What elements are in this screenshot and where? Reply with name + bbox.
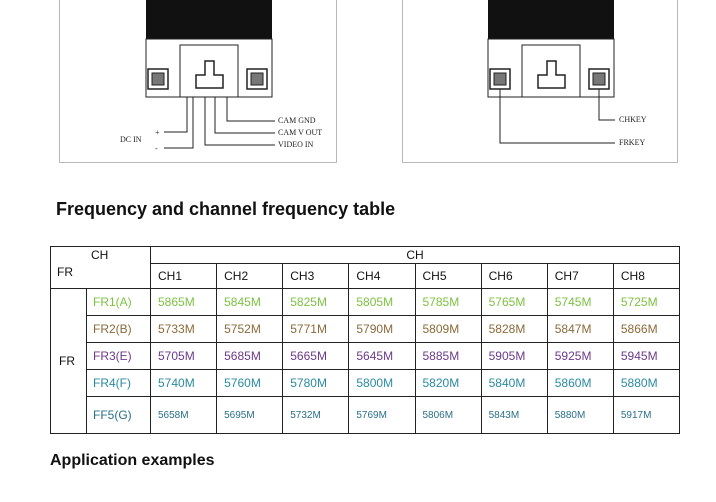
table-cell: 5809M: [414, 315, 482, 343]
table-cell: 5685M: [216, 342, 284, 370]
table-cell: 5665M: [282, 342, 350, 370]
screen-module: [488, 0, 614, 39]
chkey-label: CHKEY: [619, 115, 647, 124]
row-label: FR1(A): [86, 288, 151, 316]
table-cell: 5771M: [282, 315, 350, 343]
table-cell: 5760M: [216, 369, 284, 397]
key-wiring-lines: [499, 89, 615, 144]
table-cell: 5880M: [612, 369, 681, 397]
table-cell: 5658M: [149, 396, 218, 434]
channel-header: CH3: [282, 263, 350, 289]
plus-label: +: [155, 128, 160, 137]
corner-ch-label: CH: [91, 248, 109, 262]
connector-housing: [521, 44, 581, 98]
row-label: FR4(F): [86, 369, 151, 397]
table-cell: 5780M: [282, 369, 350, 397]
ch-header: CH: [150, 246, 680, 264]
table-cell: 5740M: [149, 369, 218, 397]
cam-gnd-label: CAM GND: [278, 116, 316, 125]
table-cell: 5800M: [348, 369, 416, 397]
frequency-table: CH FR CH CH1 CH2 CH3 CH4 CH5 CH6 CH7 CH8…: [50, 246, 681, 434]
cam-v-out-label: CAM V OUT: [278, 128, 322, 137]
row-label: FR2(B): [86, 315, 151, 343]
table-cell: 5860M: [546, 369, 614, 397]
connector-housing: [179, 44, 239, 98]
table-row: FF5(G) 5658M 5695M 5732M 5769M 5806M 584…: [51, 396, 681, 434]
channel-header: CH5: [414, 263, 482, 289]
table-cell: 5880M: [546, 396, 614, 434]
channel-header: CH7: [546, 263, 614, 289]
application-examples-heading: Application examples: [50, 452, 215, 469]
channel-header: CH1: [149, 263, 218, 289]
table-cell: 5725M: [612, 288, 681, 316]
frequency-table-title: Frequency and channel frequency table: [56, 199, 396, 219]
table-cell: 5820M: [414, 369, 482, 397]
channel-header: CH4: [348, 263, 416, 289]
frkey-label: FRKEY: [619, 138, 645, 147]
table-cell: 5790M: [348, 315, 416, 343]
left-diagram-svg: CAM GND CAM V OUT VIDEO IN DC IN + -: [120, 0, 322, 153]
corner-fr-label: FR: [57, 265, 73, 279]
table-cell: 5845M: [216, 288, 284, 316]
table-header-row: CH FR CH: [50, 246, 680, 289]
screen-module: [146, 0, 272, 39]
table-cell: 5828M: [480, 315, 548, 343]
table-row: FR FR1(A) 5865M 5845M 5825M 5805M 5785M …: [50, 288, 681, 434]
table-cell: 5847M: [546, 315, 614, 343]
table-cell: 5769M: [348, 396, 416, 434]
channel-header-row: CH1 CH2 CH3 CH4 CH5 CH6 CH7 CH8: [51, 263, 681, 289]
table-cell: 5885M: [414, 342, 482, 370]
table-row: FR2(B) 5733M 5752M 5771M 5790M 5809M 582…: [51, 315, 681, 343]
row-label: FR3(E): [86, 342, 151, 370]
table-cell: 5865M: [149, 288, 218, 316]
table-cell: 5733M: [149, 315, 218, 343]
wiring-lines: [164, 97, 275, 149]
connector-key-icon: [195, 60, 224, 89]
table-cell: 5840M: [480, 369, 548, 397]
table-cell: 5805M: [348, 288, 416, 316]
table-cell: 5843M: [480, 396, 548, 434]
table-cell: 5695M: [216, 396, 284, 434]
table-cell: 5917M: [612, 396, 681, 434]
video-in-label: VIDEO IN: [278, 140, 314, 149]
table-cell: 5752M: [216, 315, 284, 343]
table-row: FR3(E) 5705M 5685M 5665M 5645M 5885M 590…: [51, 342, 681, 370]
fr-header: FR: [50, 288, 87, 434]
table-row: FR4(F) 5740M 5760M 5780M 5800M 5820M 584…: [51, 369, 681, 397]
table-cell: 5705M: [149, 342, 218, 370]
left-wiring-diagram: CAM GND CAM V OUT VIDEO IN DC IN + -: [59, 0, 337, 163]
dc-in-label: DC IN: [120, 135, 142, 144]
minus-label: -: [155, 144, 158, 153]
table-cell: 5785M: [414, 288, 482, 316]
table-cell: 5732M: [282, 396, 350, 434]
table-cell: 5905M: [480, 342, 548, 370]
table-cell: 5745M: [546, 288, 614, 316]
table-cell: 5925M: [546, 342, 614, 370]
table-cell: 5765M: [480, 288, 548, 316]
table-corner-cell: CH FR: [50, 246, 151, 289]
channel-header: CH6: [480, 263, 548, 289]
channel-header: CH2: [216, 263, 284, 289]
connector-key-icon: [537, 60, 566, 89]
right-wiring-diagram: CHKEY FRKEY: [402, 0, 678, 163]
channel-header: CH8: [612, 263, 681, 289]
table-cell: 5825M: [282, 288, 350, 316]
right-diagram-svg: CHKEY FRKEY: [487, 0, 647, 147]
table-cell: 5945M: [612, 342, 681, 370]
row-label: FF5(G): [86, 396, 151, 434]
table-cell: 5806M: [414, 396, 482, 434]
table-cell: 5645M: [348, 342, 416, 370]
table-cell: 5866M: [612, 315, 681, 343]
